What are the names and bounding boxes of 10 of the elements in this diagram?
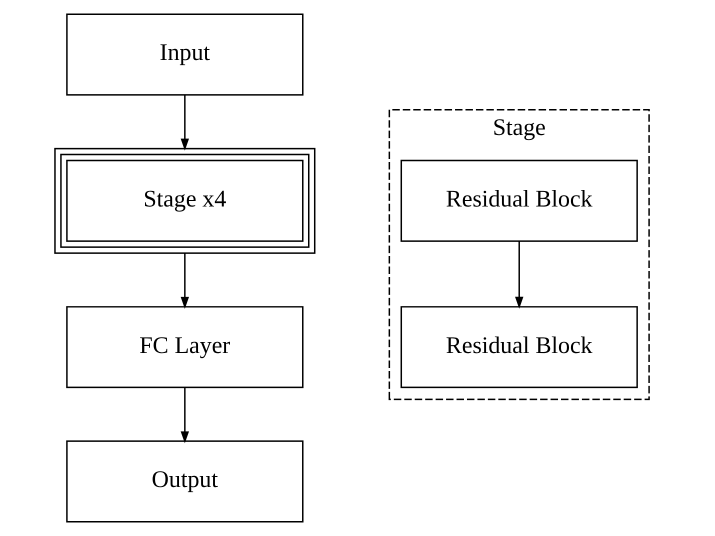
node-box: Stage x4 (54, 148, 315, 254)
node-box: Residual Block (400, 160, 638, 242)
node-box: Input (66, 13, 304, 96)
arrow (514, 241, 523, 309)
node-box: Residual Block (400, 306, 638, 388)
arrow (180, 253, 189, 309)
arrow (180, 95, 189, 151)
node-box: Output (66, 440, 304, 523)
arrow (180, 388, 189, 444)
node-box: FC Layer (66, 306, 304, 388)
